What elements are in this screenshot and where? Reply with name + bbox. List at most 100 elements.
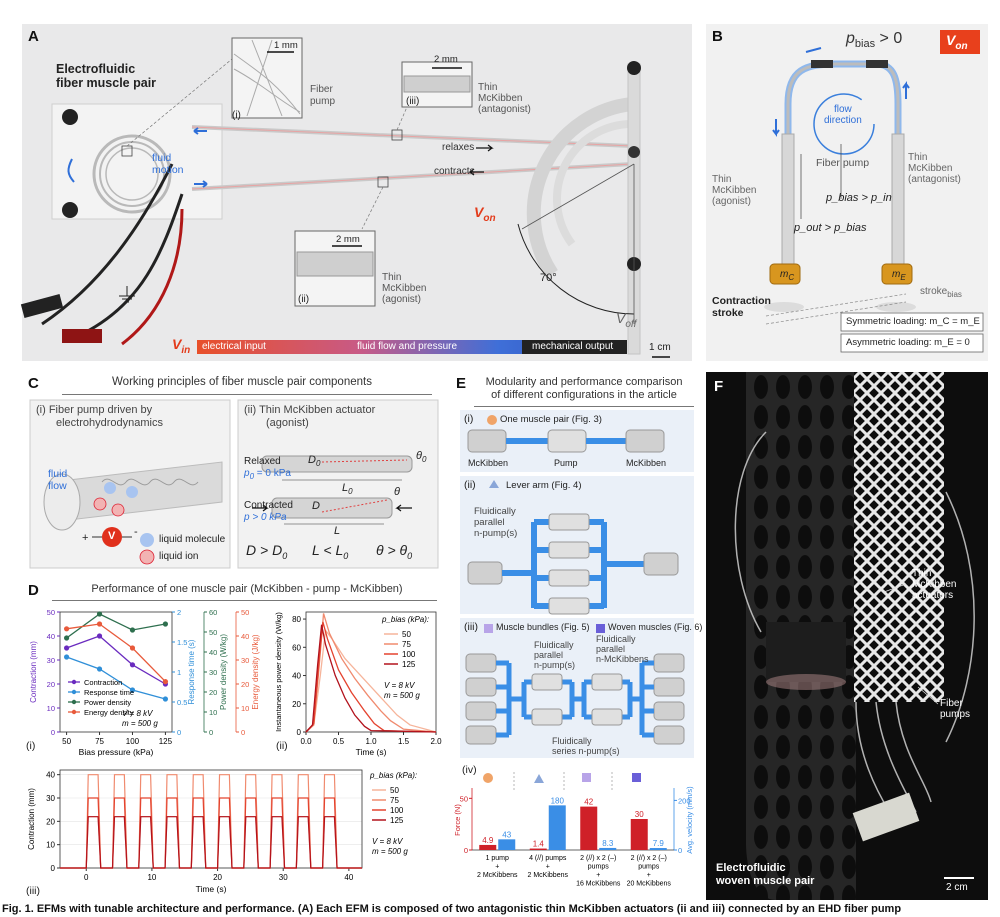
muscle-bundles-icon [582, 773, 591, 782]
curved-arrow-icon [67, 158, 75, 183]
arrow-left-icon [395, 504, 412, 512]
p-bias-top: pbias > 0 [846, 30, 903, 51]
y-tick-label: 0 [678, 846, 682, 855]
y-tick-label: 0 [177, 728, 181, 737]
mc-label: mC [780, 269, 795, 282]
panel-a-title: Electrofluidic fiber muscle pair [56, 62, 157, 90]
y-axis-label: Power density (W/kg) [219, 634, 228, 710]
y-tick-label: 30 [241, 656, 249, 665]
e-sub-i-text: One muscle pair (Fig. 3) [500, 414, 602, 425]
data-point [129, 687, 136, 693]
inset-ii-tag: (ii) [298, 294, 310, 305]
e-sub-iii-text2: Woven muscles (Fig. 6) [608, 622, 703, 632]
category-label: 2 McKibbens [477, 872, 518, 879]
x-tick-label: 75 [95, 737, 104, 746]
eq-theta: θ > θ0 [376, 542, 413, 561]
y-axis-label-right: Avg. velocity (mm/s) [685, 786, 694, 854]
fluidically-series-label: Fluidically series n-pump(s) [552, 736, 620, 756]
panel-b-drawing [764, 30, 984, 353]
bar-electrical-input: electrical input [202, 341, 266, 352]
condition-v: V = 8 kV [384, 681, 415, 690]
x-axis-label: Bias pressure (kPa) [79, 747, 154, 757]
v-on-badge [940, 30, 980, 54]
force-bar [479, 844, 497, 850]
series-line [66, 635, 166, 685]
inset-i-scale: 1 mm [274, 40, 298, 51]
contraction-stroke-label: Contraction stroke [712, 295, 771, 319]
panel-label-a: A [28, 28, 39, 45]
force-value-label: 30 [635, 810, 644, 819]
minus-label: - [134, 526, 138, 538]
x-tick-label: 0.5 [333, 737, 345, 746]
category-label: + [647, 872, 651, 879]
y-tick-label: 20 [241, 680, 249, 689]
eq-d: D > D0 [246, 542, 288, 561]
y-tick-label: 0 [209, 728, 213, 737]
x-axis-label: Time (s) [356, 747, 387, 757]
condition-m: m = 500 g [372, 847, 408, 856]
fluid-flow-label: fluid flow [48, 468, 68, 492]
x-tick-label: 30 [279, 873, 288, 882]
y-tick-label: 0 [464, 846, 468, 855]
inset-i-tag: (i) [232, 110, 241, 121]
fluidically-parallel-mckibbens-label: Fluidically parallel n-McKibbens [596, 634, 649, 664]
x-tick-label: 40 [344, 873, 353, 882]
fluidically-parallel-pumps-label: Fluidically parallel n-pump(s) [534, 640, 576, 670]
y-tick-label: 60 [292, 643, 301, 652]
category-label: 1 pump [486, 855, 509, 862]
liquid-molecule-icon [140, 533, 154, 547]
series-line [66, 623, 166, 683]
contracted-label: Contracted p > 0 kPa [244, 500, 293, 523]
y-tick-label: 50 [47, 608, 55, 617]
liquid-ion-icon [139, 549, 155, 565]
l-label: L [334, 525, 341, 537]
x-tick-label: 125 [159, 737, 173, 746]
category-label: 4 (//) pumps [529, 855, 567, 862]
y-tick-label: 10 [241, 704, 249, 713]
sub-ii-label: (ii) [276, 740, 288, 752]
muscle-bundles-icon [484, 624, 493, 633]
x-tick-label: 2.0 [430, 737, 442, 746]
woven-muscles-icon [632, 773, 641, 782]
y-tick-label: 0 [297, 728, 302, 737]
velocity-bar [498, 839, 516, 850]
series-line [60, 797, 362, 869]
legend-molecule: liquid molecule [159, 534, 226, 545]
legend-label: Power density [84, 698, 131, 707]
y-tick-label: 0 [51, 864, 56, 873]
force-value-label: 4.9 [482, 836, 494, 845]
plus-label: + [82, 532, 89, 544]
y-tick-label: 10 [46, 841, 55, 850]
y-tick-label: 30 [46, 794, 55, 803]
e-sub-i: (i) [464, 413, 474, 425]
scale-label: 2 cm [946, 882, 968, 893]
arrow-right-icon [476, 144, 494, 152]
y-tick-label: 40 [292, 672, 301, 681]
velocity-value-label: 8.3 [602, 839, 614, 848]
category-label: 2 (//) x 2 (–) [580, 855, 616, 862]
panel-label-d: D [28, 582, 39, 599]
series-line [305, 628, 437, 733]
y-tick-label: 50 [209, 628, 217, 637]
legend-label: 75 [402, 640, 411, 649]
legend-label: Energy density [84, 708, 134, 717]
e-sub-iv: (iv) [462, 764, 477, 776]
y-tick-label: 40 [241, 632, 249, 641]
condition-m: m = 500 g [384, 691, 420, 700]
y-tick-label: 200 [678, 796, 691, 805]
bar-fluid-flow: fluid flow and pressure [357, 341, 458, 352]
data-point [63, 626, 70, 632]
force-bar [630, 819, 648, 850]
legend-label: 50 [402, 630, 411, 639]
y-tick-label: 20 [47, 680, 55, 689]
me-label: mE [892, 269, 906, 282]
signal-bar [197, 340, 627, 354]
y-tick-label: 1 [177, 668, 181, 677]
panel-label-f: F [714, 378, 724, 395]
x-tick-label: 100 [126, 737, 140, 746]
theta-label: θ [394, 486, 400, 498]
e-sub-ii-text: Lever arm (Fig. 4) [506, 480, 582, 491]
